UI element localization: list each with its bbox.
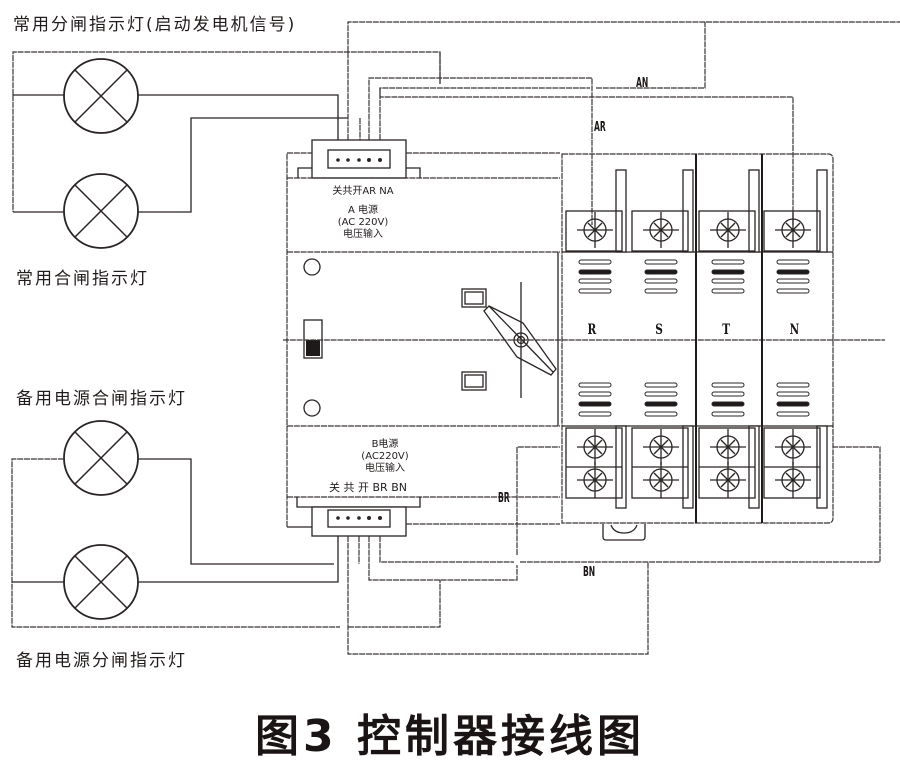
connector-a-terminals: 关共开AR NA — [332, 186, 394, 197]
lamp-label-normal-close: 常用合闸指示灯 — [16, 269, 149, 289]
connector-b-terminals: 关 共 开 BR BN — [329, 481, 407, 494]
vent-slot — [578, 259, 612, 265]
wire-label-ar: AR — [594, 120, 606, 135]
wire-label-an: AN — [636, 76, 649, 91]
phase-label-n: N — [789, 322, 800, 338]
vent-slot — [776, 391, 810, 397]
vent-slot — [711, 391, 745, 397]
vent-slot — [644, 269, 678, 275]
lamp-backup-close — [63, 420, 139, 496]
lamp-label-normal-open: 常用分闸指示灯(启动发电机信号) — [13, 15, 297, 35]
connector-a — [297, 139, 421, 179]
vent-slot — [578, 382, 612, 388]
vent-slot — [644, 288, 678, 294]
vent-slot — [711, 288, 745, 294]
phase-label-s: S — [655, 322, 663, 338]
vent-slot — [578, 401, 612, 407]
vent-slot — [644, 391, 678, 397]
vent-slot — [776, 259, 810, 265]
vent-slot — [776, 288, 810, 294]
wiring-b-lamps — [11, 446, 881, 655]
terminal-cell-top — [698, 210, 756, 252]
vent-slot — [711, 259, 745, 265]
connector-a-caption-3: 电压输入 — [343, 229, 383, 240]
wire-label-bn: BN — [583, 565, 596, 580]
terminal-cell-top — [631, 210, 689, 252]
phase-label-t: T — [722, 322, 731, 338]
connector-b-caption-2: (AC220V) — [361, 451, 409, 462]
terminal-cell-top — [763, 210, 821, 252]
terminal-cell-bottom — [631, 427, 689, 499]
connector-a-caption-1: A 电源 — [347, 205, 379, 216]
connector-b-caption-3: 电压输入 — [365, 463, 405, 474]
vent-slot — [776, 278, 810, 284]
terminal-cell-bottom — [763, 427, 821, 499]
terminal-frame — [561, 153, 834, 524]
connector-b-caption-1: B电源 — [371, 439, 399, 450]
vent-slot — [644, 401, 678, 407]
vent-slot — [776, 401, 810, 407]
vent-slot — [711, 278, 745, 284]
vent-slot — [578, 391, 612, 397]
wire-label-br: BR — [498, 491, 510, 506]
terminal-cell-bottom — [698, 427, 756, 499]
lamp-backup-open — [63, 544, 139, 620]
phase-label-r: R — [587, 322, 597, 338]
lamp-normal-close — [63, 173, 139, 249]
vent-slot — [711, 411, 745, 417]
vent-slot — [644, 259, 678, 265]
vent-slot — [578, 411, 612, 417]
connector-b — [287, 497, 560, 537]
lamp-label-backup-open: 备用电源分闸指示灯 — [16, 651, 187, 671]
terminal-cell-bottom — [565, 427, 623, 499]
vent-slot — [578, 269, 612, 275]
vent-slot — [711, 401, 745, 407]
terminal-block — [561, 153, 834, 541]
vent-slot — [776, 382, 810, 388]
vent-slot — [578, 288, 612, 294]
lamp-label-backup-close: 备用电源合闸指示灯 — [16, 389, 187, 409]
vent-slot — [578, 278, 612, 284]
vent-slot — [776, 411, 810, 417]
vent-slot — [711, 269, 745, 275]
vent-slot — [644, 411, 678, 417]
vent-slot — [644, 278, 678, 284]
terminal-cell-top — [565, 210, 623, 252]
din-clip — [602, 524, 646, 541]
wiring-a-lamps — [12, 21, 900, 225]
vent-slot — [711, 382, 745, 388]
controller-body — [283, 152, 885, 527]
lamp-normal-open — [63, 58, 139, 134]
figure-title: 图3 控制器接线图 — [255, 711, 645, 762]
vent-slot — [644, 382, 678, 388]
connector-a-caption-2: (AC 220V) — [337, 217, 389, 228]
vent-slot — [776, 269, 810, 275]
